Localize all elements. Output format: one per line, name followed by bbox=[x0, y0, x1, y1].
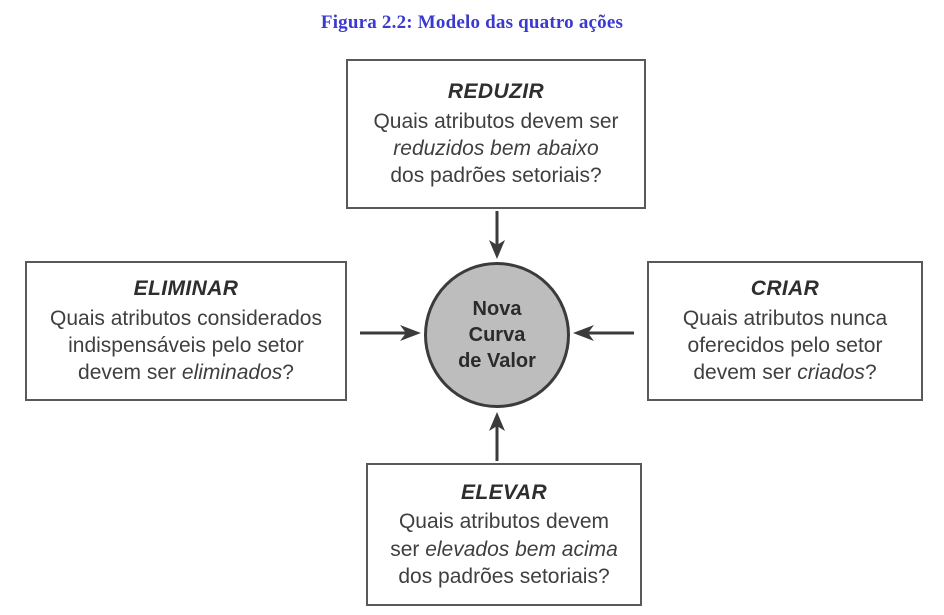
box-elevar-line-2-emphasis: elevados bem acima bbox=[425, 537, 618, 561]
box-criar-line-3-suffix: ? bbox=[864, 361, 877, 385]
box-reduzir-line-3: dos padrões setoriais? bbox=[390, 164, 602, 188]
box-reduzir-line-2-emphasis: reduzidos bem abaixo bbox=[393, 137, 599, 160]
arrow-up-icon bbox=[489, 412, 505, 461]
box-eliminar: ELIMINAR Quais atributos considerados in… bbox=[25, 261, 347, 401]
center-node-line-3: de Valor bbox=[458, 350, 536, 372]
box-elevar-heading: ELEVAR bbox=[460, 480, 548, 504]
box-elevar-line-1: Quais atributos devem bbox=[398, 510, 610, 534]
box-criar-line-3-emphasis: criados bbox=[797, 361, 865, 385]
box-eliminar-line-3-suffix: ? bbox=[282, 361, 294, 385]
figure-title: Figura 2.2: Modelo das quatro ações bbox=[320, 12, 624, 33]
box-eliminar-line-2: indispensáveis pelo setor bbox=[68, 334, 304, 357]
arrow-down-icon bbox=[489, 211, 505, 259]
center-node-nova-curva-de-valor: Nova Curva de Valor bbox=[424, 262, 570, 408]
box-elevar: ELEVAR Quais atributos devem ser elevado… bbox=[366, 463, 642, 606]
center-node-line-1: Nova bbox=[472, 298, 522, 320]
box-criar-line-1: Quais atributos nunca bbox=[682, 306, 888, 330]
box-eliminar-heading: ELIMINAR bbox=[133, 277, 239, 301]
arrow-left-icon bbox=[573, 325, 634, 341]
box-elevar-line-2-prefix: ser bbox=[390, 537, 426, 561]
box-eliminar-line-3: devem ser eliminados? bbox=[78, 359, 294, 386]
box-reduzir-line-2: reduzidos bem abaixo bbox=[393, 135, 598, 162]
box-eliminar-line-3-emphasis: eliminados bbox=[181, 361, 283, 385]
box-reduzir-line-1: Quais atributos devem ser bbox=[373, 109, 619, 133]
box-criar: CRIAR Quais atributos nunca oferecidos p… bbox=[647, 261, 923, 401]
box-eliminar-line-3-prefix: devem ser bbox=[78, 361, 182, 385]
arrow-right-icon bbox=[360, 325, 421, 341]
box-reduzir-heading: REDUZIR bbox=[447, 80, 545, 104]
box-criar-line-2: oferecidos pelo setor bbox=[687, 334, 883, 357]
box-criar-line-3-prefix: devem ser bbox=[693, 361, 798, 385]
box-elevar-line-2: ser elevados bem acima bbox=[390, 536, 618, 563]
box-criar-heading: CRIAR bbox=[750, 277, 820, 301]
box-reduzir: REDUZIR Quais atributos devem ser reduzi… bbox=[346, 59, 646, 209]
box-elevar-line-3: dos padrões setoriais? bbox=[398, 564, 610, 588]
center-node-line-2: Curva bbox=[468, 324, 526, 346]
box-criar-line-3: devem ser criados? bbox=[693, 359, 876, 386]
box-eliminar-line-1: Quais atributos considerados bbox=[50, 306, 322, 330]
